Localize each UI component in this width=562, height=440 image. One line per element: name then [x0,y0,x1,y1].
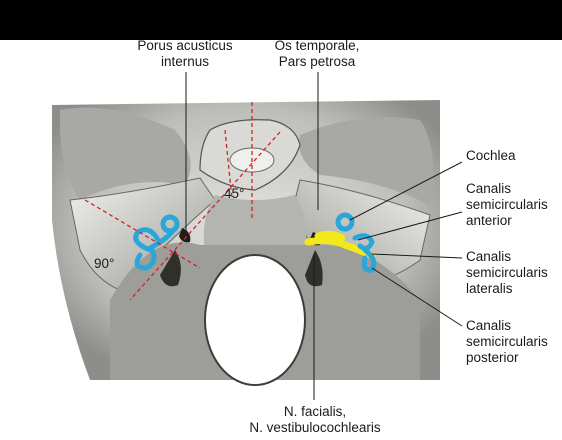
label-line: Cochlea [466,148,516,163]
os-temporale-label: Os temporale, Pars petrosa [262,38,372,70]
jugular-left [160,250,181,287]
canalis-posterior-label: Canalis semicircularis posterior [466,318,548,366]
label-line: Canalis [466,181,512,196]
label-line: posterior [466,350,519,365]
angle-45-label: 45° [224,186,245,201]
porus-acusticus-label: Porus acusticus internus [130,38,240,70]
label-line: N. facialis, [283,404,347,419]
label-line: Os temporale, [274,38,360,53]
axis-lines [84,102,281,301]
label-line: semicircularis [466,334,548,349]
clivus [203,195,307,250]
label-line: N. vestibulocochlearis [249,420,381,435]
middle-fossa-right [299,117,434,205]
angle-90-label: 90° [94,256,115,271]
porus-left-dark [179,228,191,243]
label-line: Pars petrosa [278,54,356,69]
labyrinth-left [133,214,180,271]
canalis-lateralis-label: Canalis semicircularis lateralis [466,249,548,297]
foramen-magnum [204,254,306,386]
label-line: semicircularis [466,197,548,212]
leader-lines [185,72,463,400]
labyrinth-right [335,212,377,273]
label-line: Canalis [466,318,512,333]
canalis-anterior-label: Canalis semicircularis anterior [466,181,548,229]
label-line: lateralis [466,281,513,296]
middle-fossa-left [59,107,191,200]
label-line: Canalis [466,249,512,264]
top-black-band [0,0,562,40]
label-line: Porus acusticus [137,38,233,53]
label-line: anterior [466,213,512,228]
label-line: internus [160,54,210,69]
nervus-label: N. facialis, N. vestibulocochlearis [220,404,410,436]
label-line: semicircularis [466,265,548,280]
cochlea-label: Cochlea [466,148,516,164]
